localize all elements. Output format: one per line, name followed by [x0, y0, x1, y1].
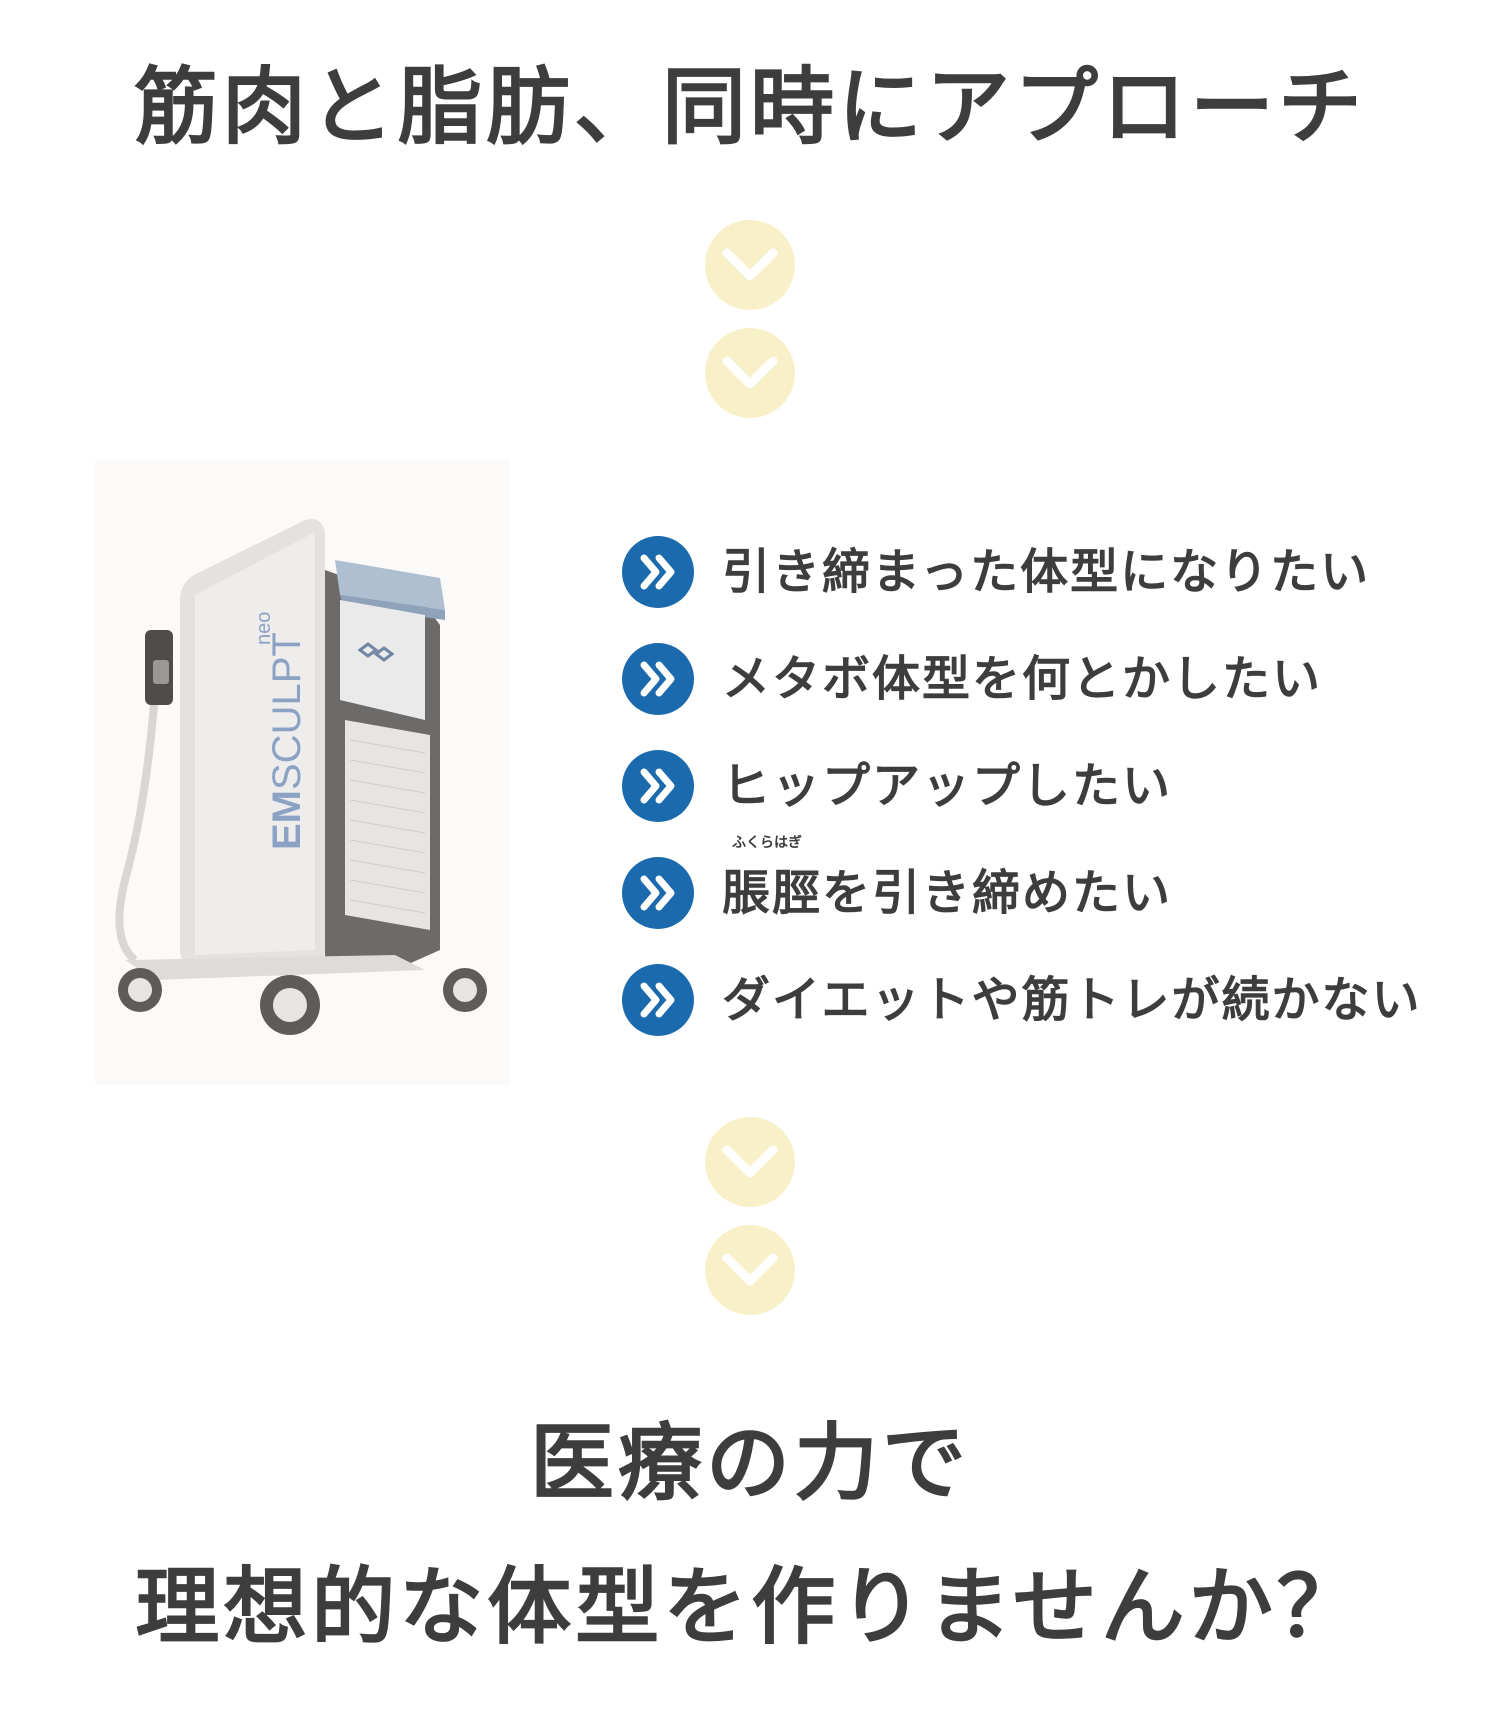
svg-text:EMSCULPT: EMSCULPT	[265, 632, 309, 850]
chevron-down-icon	[705, 1225, 795, 1315]
feature-label: 脹脛を引き締めたい	[722, 865, 1173, 921]
chevron-down-icon	[705, 328, 795, 418]
brand-rest: SCULPT	[265, 632, 309, 790]
feature-label: 引き締まった体型になりたい	[722, 544, 1371, 600]
chevron-down-icon	[705, 1117, 795, 1207]
feature-item: ヒップアップしたい	[622, 750, 1482, 822]
brand-em: EM	[265, 790, 309, 850]
double-chevron-right-icon	[622, 750, 694, 822]
feature-label: ダイエットや筋トレが続かない	[722, 972, 1422, 1028]
double-chevron-right-icon	[622, 643, 694, 715]
product-image: EMSCULPT neo	[95, 460, 510, 1085]
double-chevron-right-icon	[622, 536, 694, 608]
headline-top: 筋肉と脂肪、同時にアプローチ	[133, 58, 1366, 156]
chevron-down-icon	[705, 220, 795, 310]
brand-neo: neo	[253, 612, 275, 645]
feature-item: 引き締まった体型になりたい	[622, 536, 1482, 608]
feature-item: メタボ体型を何とかしたい	[622, 643, 1482, 715]
feature-item: ダイエットや筋トレが続かない	[622, 964, 1482, 1036]
headline-bottom-line1: 医療の力で	[529, 1414, 970, 1512]
feature-ruby: ふくらはぎ	[732, 835, 802, 851]
feature-item: ふくらはぎ 脹脛を引き締めたい	[622, 835, 1482, 929]
feature-label: メタボ体型を何とかしたい	[722, 651, 1323, 707]
double-chevron-right-icon	[622, 964, 694, 1036]
feature-label: ヒップアップしたい	[722, 758, 1173, 814]
headline-bottom-line2: 理想的な体型を作りませんか？	[135, 1558, 1365, 1656]
double-chevron-right-icon	[622, 857, 694, 929]
